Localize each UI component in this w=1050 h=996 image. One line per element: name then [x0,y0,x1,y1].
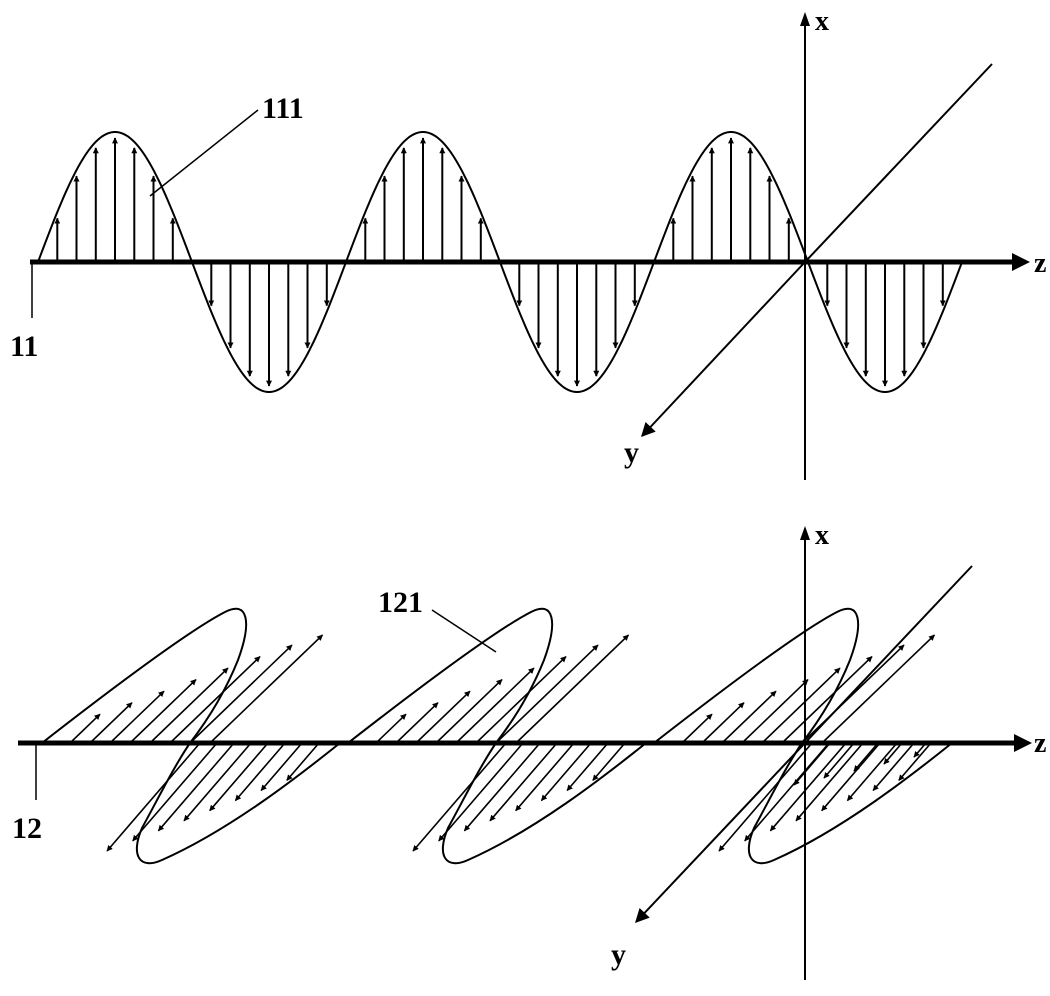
top-leader-111 [149,109,259,197]
bottom-down-arrow [566,742,609,792]
bottom-up-arrow [515,634,630,744]
bottom-up-arrow [455,667,535,744]
bottom-up-arrow [109,690,165,744]
bottom-down-arrow [846,742,898,802]
bottom-up-arrow [435,679,503,744]
bottom-y-axis [635,742,806,924]
bottom-down-arrow [898,742,932,781]
top-label-y: y [624,436,639,469]
bottom-down-arrow [821,742,881,812]
top-z-axis-arrowhead [1012,253,1030,271]
bottom-down-arrow [412,742,507,852]
bottom-down-arrow [132,742,218,842]
bottom-down-arrow [463,742,541,832]
bottom-hatch-arrows [69,634,936,852]
bottom-up-arrow [149,667,229,744]
top-label-z: z [1034,248,1046,279]
bottom-up-arrow [761,667,841,744]
bottom-down-arrow [744,742,830,842]
bottom-up-arrow [821,634,936,744]
top-ref-label-11: 11 [10,330,38,363]
bottom-z-axis-arrowhead [1014,734,1032,752]
top-ref-label-111: 111 [262,92,304,125]
bottom-lobes [41,607,961,865]
bottom-label-z: z [1034,728,1046,759]
bottom-up-arrow [69,713,101,744]
bottom-up-arrow [741,679,809,744]
bottom-up-arrow [701,702,745,744]
top-vector-arrows [54,137,946,387]
bottom-up-arrow [475,656,567,744]
bottom-panel: x z y 121 12 [12,520,1046,980]
bottom-up-arrow [89,702,133,744]
bottom-up-arrow [129,679,197,744]
bottom-label-y: y [611,938,626,971]
bottom-down-arrow [515,742,575,812]
bottom-up-arrow [169,656,261,744]
bottom-lobe [41,607,341,865]
bottom-down-arrow [438,742,524,842]
bottom-down-arrow [183,742,252,822]
bottom-down-arrow [795,742,864,822]
bottom-leader-121 [431,609,497,653]
bottom-tail-arrow [883,742,903,765]
bottom-up-arrow [395,702,439,744]
top-diagonal-axis [804,63,993,263]
top-label-x: x [815,6,829,37]
bottom-down-arrow [718,742,813,852]
bottom-down-arrow [769,742,847,832]
bottom-down-arrow [540,742,592,802]
bottom-up-arrow [375,713,407,744]
bottom-ref-label-121: 121 [378,586,423,619]
bottom-diagonal-axis [804,565,973,744]
top-panel: x z y 111 11 [10,6,1046,480]
bottom-down-arrow [872,742,915,792]
bottom-x-axis-arrowhead [800,526,810,540]
bottom-tail-arrow [793,742,831,786]
bottom-tail-arrow [823,742,855,779]
bottom-up-arrow [209,634,324,744]
bottom-down-arrow [286,742,320,781]
bottom-down-arrow [260,742,303,792]
bottom-lobe [653,607,953,865]
top-x-axis-arrowhead [800,12,810,26]
bottom-up-arrow [781,656,873,744]
bottom-down-arrow [234,742,286,802]
bottom-down-arrow [157,742,235,832]
top-y-axis [641,261,806,438]
bottom-lobe [347,607,647,865]
bottom-up-arrow [415,690,471,744]
bottom-down-arrow [592,742,626,781]
bottom-down-arrow [489,742,558,822]
bottom-label-x: x [815,520,829,551]
bottom-up-arrow [189,644,293,744]
bottom-down-arrow [106,742,201,852]
bottom-up-arrow [681,713,713,744]
bottom-ref-label-12: 12 [12,812,42,845]
bottom-up-arrow [801,644,905,744]
bottom-tail-arrow [853,742,879,772]
bottom-up-arrow [721,690,777,744]
bottom-up-arrow [495,644,599,744]
bottom-down-arrow [209,742,269,812]
